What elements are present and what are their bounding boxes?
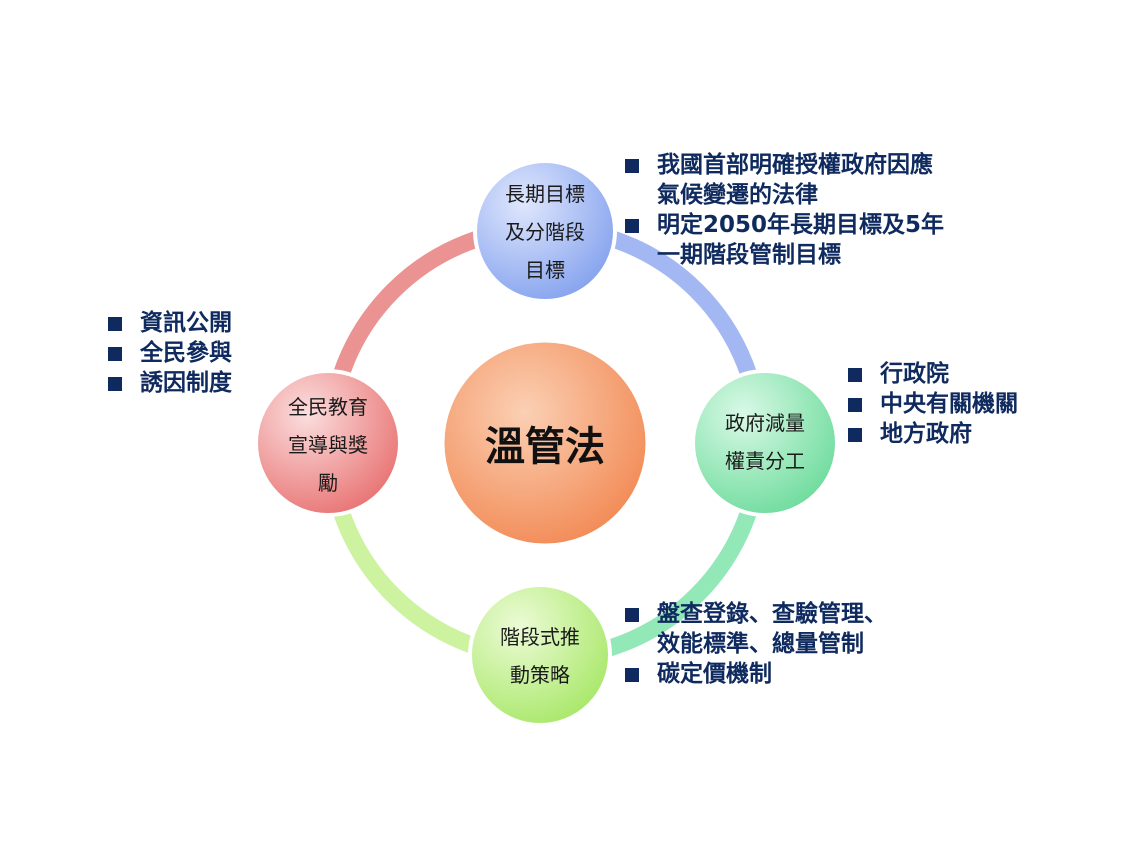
center-label: 溫管法 — [485, 424, 605, 470]
node-top-circle — [473, 159, 617, 303]
bullet-square-icon — [108, 377, 122, 391]
bullet-square-icon — [848, 428, 862, 442]
node-right-line-2: 權責分工 — [725, 449, 805, 473]
bullets-right: 行政院 中央有關機關 地方政府 — [848, 359, 1128, 449]
bullet-item: 全民參與 — [108, 338, 308, 368]
bullet-square-icon — [625, 159, 639, 173]
bullets-left: 資訊公開 全民參與 誘因制度 — [108, 308, 308, 398]
bullet-square-icon — [625, 608, 639, 622]
node-bottom-line-1: 階段式推 — [500, 625, 580, 649]
bullets-top-right: 我國首部明確授權政府因應 氣候變遷的法律 明定2050年長期目標及5年 一期階段… — [625, 150, 1025, 270]
bullets-bottom-right: 盤查登錄、查驗管理、 效能標準、總量管制 碳定價機制 — [625, 599, 945, 689]
bullet-item: 盤查登錄、查驗管理、 效能標準、總量管制 — [625, 599, 945, 659]
node-top-line-1: 長期目標 — [505, 182, 585, 206]
node-right-label: 政府減量 權責分工 — [695, 404, 835, 480]
bullet-item: 地方政府 — [848, 419, 1128, 449]
bullet-square-icon — [108, 317, 122, 331]
bullet-item: 碳定價機制 — [625, 659, 945, 689]
node-left-circle — [254, 369, 402, 517]
node-bottom-label: 階段式推 動策略 — [470, 618, 610, 694]
node-top-line-2: 及分階段 — [505, 220, 585, 244]
bullet-square-icon — [625, 219, 639, 233]
bullet-item: 我國首部明確授權政府因應 氣候變遷的法律 — [625, 150, 1025, 210]
bullet-square-icon — [848, 368, 862, 382]
node-bottom-circle — [468, 583, 612, 727]
bullet-square-icon — [108, 347, 122, 361]
bullet-item: 資訊公開 — [108, 308, 308, 338]
node-bottom-line-2: 動策略 — [510, 663, 570, 687]
bullet-square-icon — [848, 398, 862, 412]
node-top-label: 長期目標 及分階段 目標 — [475, 175, 615, 289]
node-left-line-1: 全民教育 — [288, 395, 368, 419]
bullet-item: 中央有關機關 — [848, 389, 1128, 419]
bullet-item: 明定2050年長期目標及5年 一期階段管制目標 — [625, 210, 1025, 270]
node-right-circle — [691, 369, 839, 517]
center-circle — [441, 339, 649, 547]
bullet-square-icon — [625, 668, 639, 682]
node-left-label: 全民教育 宣導與獎 勵 — [258, 388, 398, 502]
node-left-line-3: 勵 — [318, 471, 338, 495]
bullet-item: 行政院 — [848, 359, 1128, 389]
bullet-item: 誘因制度 — [108, 368, 308, 398]
node-left-line-2: 宣導與獎 — [288, 433, 368, 457]
node-right-line-1: 政府減量 — [725, 411, 805, 435]
node-top-line-3: 目標 — [525, 258, 565, 282]
